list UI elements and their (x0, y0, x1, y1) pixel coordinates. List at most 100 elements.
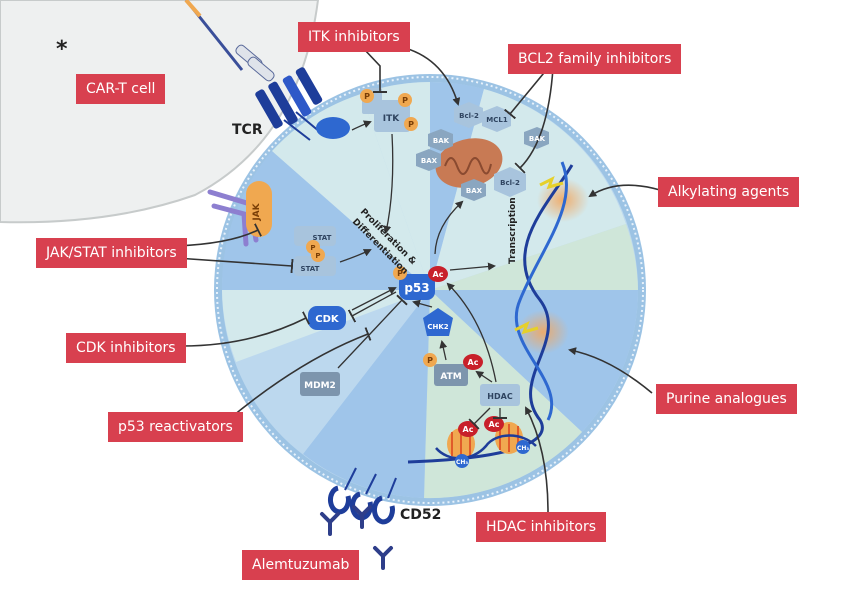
bak-protein-top (428, 129, 453, 151)
stat-label: STAT (301, 265, 320, 273)
cdk-inhibitors-label: CDK inhibitors (66, 333, 186, 363)
p53-phospho (393, 266, 407, 280)
arrow-cdk-to-p53 (351, 287, 397, 311)
sector-tcr (361, 82, 430, 290)
stat-protein-top (294, 226, 336, 246)
itk-phospho-label: P (402, 96, 408, 105)
hdac-inhibitor-arrow (525, 406, 549, 513)
hdac-protein (480, 384, 520, 406)
cd52-tether (365, 473, 377, 495)
antibody (373, 546, 393, 570)
chromatin-fibre (435, 434, 537, 460)
bcl2-family-inhibitors-label: BCL2 family inhibitors (508, 44, 682, 74)
itk-label: ITK (383, 114, 400, 124)
cdk-inhibitor-line (181, 311, 311, 347)
bcl2-inhibitor-line-bcl2 (514, 67, 554, 174)
nucleosome-methyl-left (455, 454, 469, 468)
atm-label: ATM (440, 372, 461, 382)
inhibit-p53-cdk (347, 291, 397, 323)
antibody (320, 512, 340, 536)
hdac-label: HDAC (487, 392, 513, 401)
alemtuzumab-label: Alemtuzumab (242, 550, 360, 580)
tumour-cell-membrane-dots (216, 76, 644, 504)
bcl2-label: Bcl-2 (500, 179, 520, 187)
hdac-inhibitors-label: HDAC inhibitors (476, 512, 607, 542)
mitochondrion (435, 138, 503, 188)
nucleosome-acetyl-right (484, 416, 504, 432)
atm-acetyl (463, 354, 483, 370)
bax-label: BAX (466, 187, 483, 195)
mdm2-label: MDM2 (304, 381, 336, 391)
car-t-cell (0, 0, 320, 224)
jak-protein (246, 181, 272, 237)
atm-acetyl-label: Ac (468, 358, 479, 367)
p53-reactivator-line (227, 327, 372, 421)
nucleosome-acetyl-label: Ac (463, 425, 474, 434)
p53-acetyl (428, 266, 448, 282)
arrow-tcr-to-itk (351, 120, 372, 131)
cd52-antigen (327, 485, 351, 515)
p53-phospho-label: P (397, 269, 403, 278)
dna-damage-glow-top (537, 178, 589, 222)
cd52-tether (387, 477, 397, 499)
tcr-label: TCR (232, 122, 263, 138)
purine-analogue-arrow (568, 347, 653, 394)
arrow-p53-to-mitochondria (434, 200, 464, 255)
sector-cd52 (303, 290, 430, 498)
cd52-tether (344, 467, 357, 491)
arrow-p53-to-transcription (449, 262, 496, 271)
stat-phospho-label: P (315, 252, 320, 260)
jak-stat-inhibitors-label: JAK/STAT inhibitors (36, 238, 187, 268)
stat-phospho-bottom (311, 248, 325, 262)
p53-protein (399, 274, 435, 300)
tcr-complex (255, 67, 323, 141)
chk2-label: CHK2 (427, 323, 448, 331)
itk-phospho-c (404, 117, 418, 131)
car-receptor-tip (184, 0, 202, 18)
itk-phospho-a (360, 89, 374, 103)
cdk-label: CDK (315, 314, 340, 325)
bcl2-label: Bcl-2 (459, 112, 479, 120)
cd52-antigen (371, 495, 395, 525)
mitochondrion-cristae (444, 157, 492, 175)
bcl2-protein (454, 102, 483, 128)
itk-protein (374, 100, 410, 132)
stat-label: STAT (313, 234, 332, 242)
lightning-bottom (514, 320, 539, 335)
bak-label: BAK (529, 135, 546, 143)
nucleosome-methyl-label: CH₃ (456, 459, 468, 466)
itk-inhibitor-line (362, 47, 387, 93)
inhibit-hdac-p53 (446, 282, 497, 383)
lck-adaptor (316, 117, 350, 139)
jakstat-inhibitor-line-stat (175, 257, 294, 274)
chk2-protein (423, 308, 453, 336)
nucleosome-acetyl-label: Ac (489, 420, 500, 429)
p53-acetyl-label: Ac (433, 270, 444, 279)
dna-strand-b (514, 161, 568, 421)
arrow-atm-to-chk2 (439, 340, 448, 361)
alkylating-agents-label: Alkylating agents (658, 177, 800, 207)
arrow-stat-to-proliferation (339, 249, 372, 263)
p53-reactivators-label: p53 reactivators (108, 412, 243, 442)
bcl2-protein-right (494, 167, 526, 197)
alkylating-agent-arrow (588, 184, 661, 198)
p53-label: p53 (404, 281, 429, 295)
footnote-marker: * (56, 37, 68, 62)
bax-protein-bottom (461, 179, 486, 201)
itk-phospho-b (398, 93, 412, 107)
purine-analogues-label: Purine analogues (656, 384, 797, 414)
stat-protein-bottom (294, 256, 336, 276)
cdk-protein (308, 306, 346, 330)
arrow-chk2-to-p53 (412, 299, 433, 308)
arrow-itk-to-proliferation (383, 133, 394, 234)
bcl2-inhibitor-line-mcl1 (503, 67, 549, 120)
jak-label: JAK (252, 202, 262, 221)
itk-inhibitors-label: ITK inhibitors (298, 22, 410, 52)
transcription-label: Transcription (508, 197, 518, 264)
cd52-label: CD52 (400, 507, 441, 523)
atm-protein (434, 364, 468, 386)
nucleosome-methyl-label: CH₃ (517, 445, 529, 452)
inhibit-hdac-nucleosome-left (468, 407, 491, 430)
itk-phospho-label: P (364, 92, 370, 101)
